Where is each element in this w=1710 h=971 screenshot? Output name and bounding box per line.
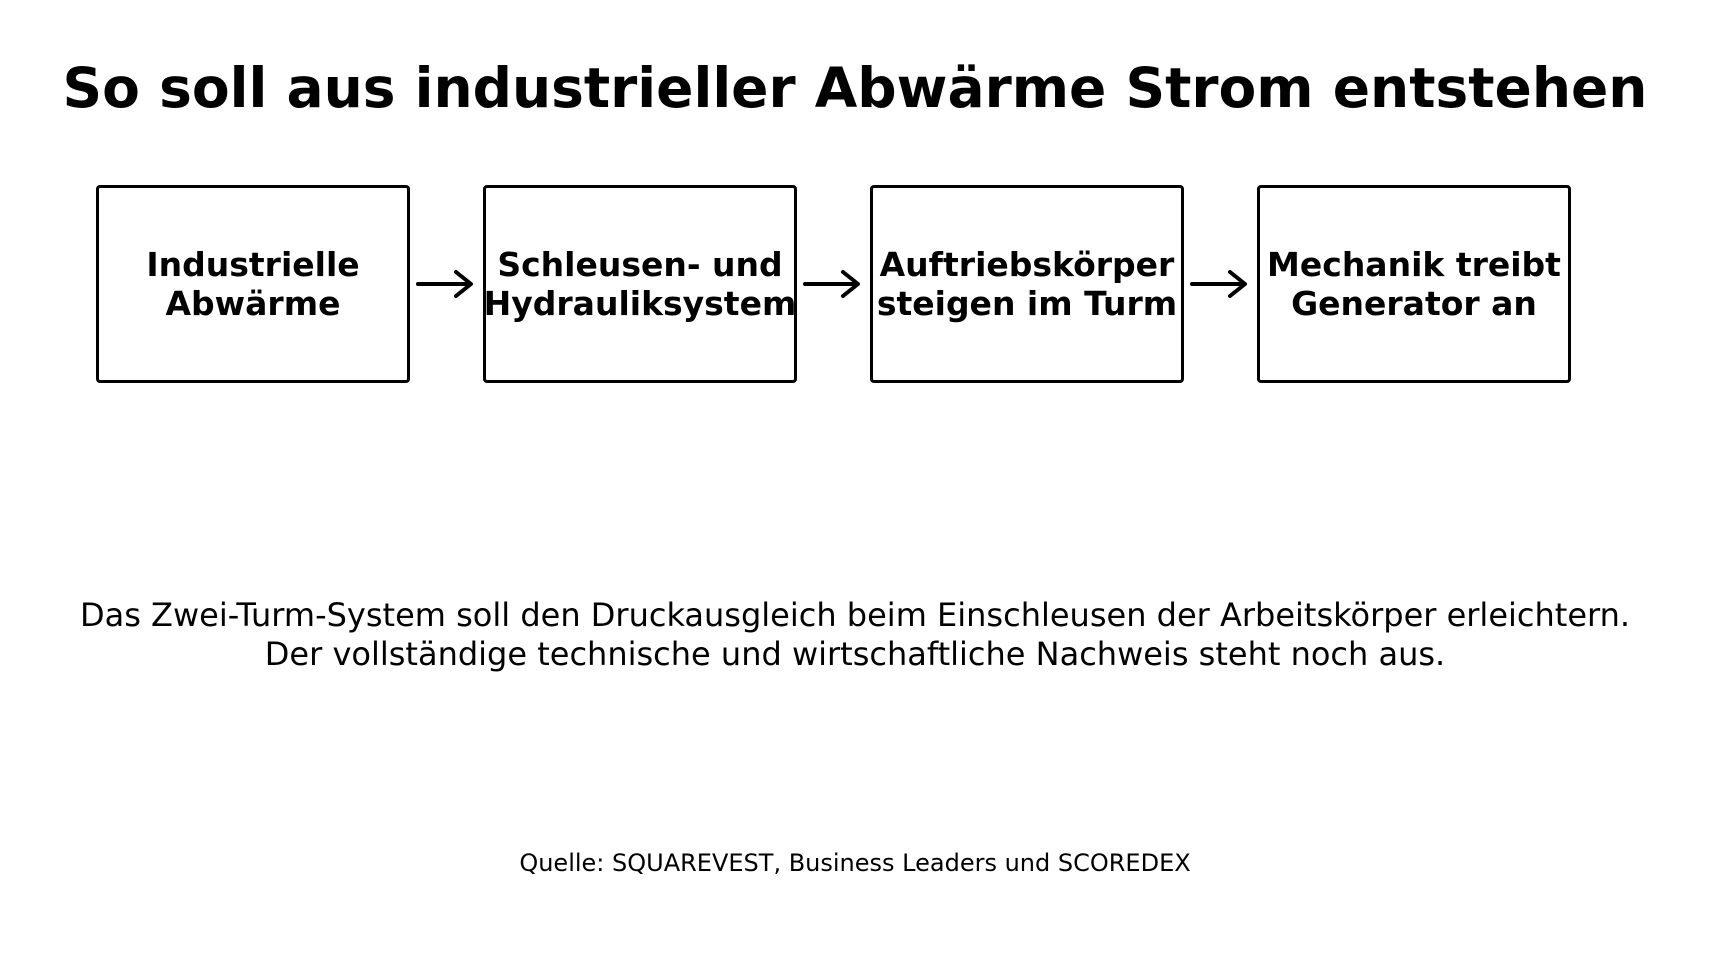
step-mechanics-drive-generator: Mechanik treibt Generator an: [1257, 185, 1571, 383]
step-industrial-waste-heat: Industrielle Abwärme: [96, 185, 410, 383]
right-arrow-icon: [1190, 270, 1247, 298]
diagram-title: So soll aus industrieller Abwärme Strom …: [62, 56, 1648, 120]
explanatory-note: Das Zwei-Turm-System soll den Druckausgl…: [0, 596, 1710, 674]
step-buoyancy-bodies-rise: Auftriebskörper steigen im Turm: [870, 185, 1184, 383]
right-arrow-icon: [416, 270, 473, 298]
note-line-2: Der vollständige technische und wirtscha…: [264, 635, 1446, 673]
note-line-1: Das Zwei-Turm-System soll den Druckausgl…: [79, 596, 1631, 634]
step-lock-hydraulic-system: Schleusen- und Hydrauliksystem: [483, 185, 797, 383]
right-arrow-icon: [803, 270, 860, 298]
source-credit: Quelle: SQUAREVEST, Business Leaders und…: [519, 849, 1191, 877]
